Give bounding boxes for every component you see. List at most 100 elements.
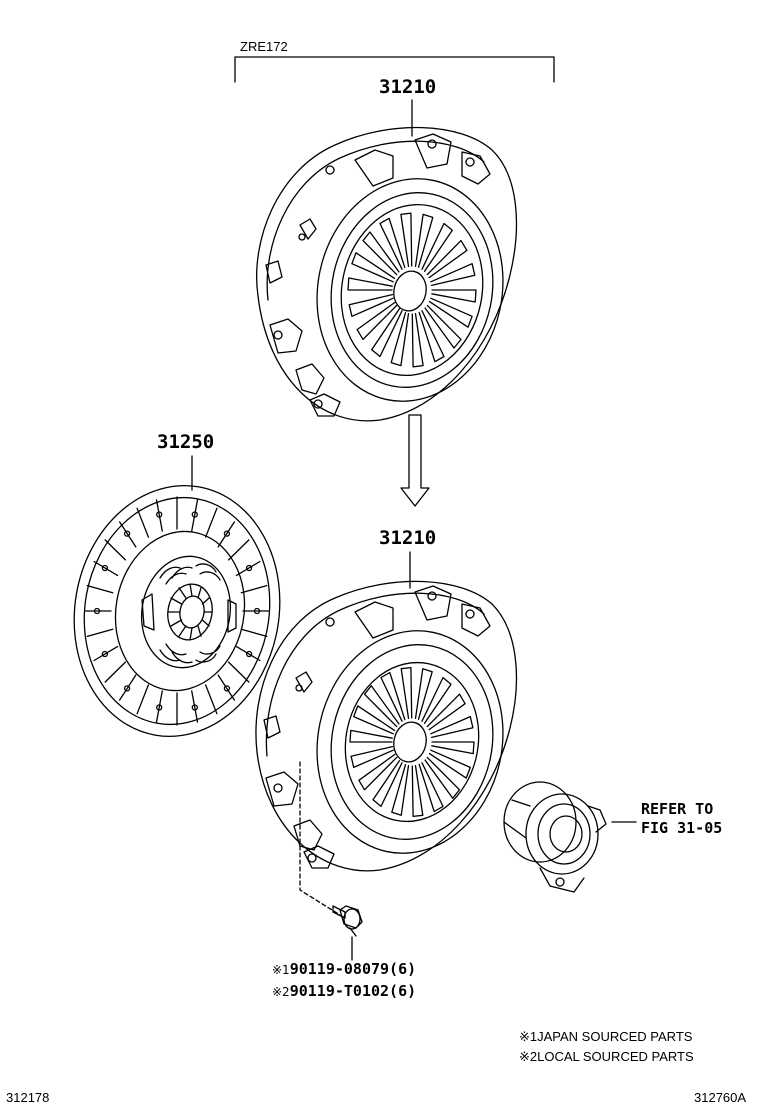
part-number-disc[interactable]: 31250 [157, 431, 215, 453]
legend-text-2: LOCAL SOURCED PARTS [537, 1049, 694, 1064]
clutch-cover-bottom [255, 580, 518, 916]
disc-rivet [123, 685, 131, 692]
spring-finger [411, 764, 424, 818]
spring-finger [347, 277, 393, 291]
spring-finger [390, 312, 410, 367]
bolt-mark-2: ※2 [272, 985, 290, 999]
disc-segment [217, 521, 236, 548]
hub-spline [197, 587, 202, 599]
spring-finger [421, 222, 453, 272]
disc-segment [155, 690, 163, 723]
legend-mark-1: ※1 [519, 1029, 538, 1044]
disc-rivet [191, 511, 198, 518]
disc-segment [136, 684, 150, 715]
bolt-qty-2: (6) [389, 982, 417, 1000]
spring-finger [400, 666, 413, 720]
hub-spline [170, 619, 183, 627]
disc-segment [86, 628, 114, 638]
bolt-mark-1: ※1 [272, 963, 290, 977]
spring-finger [431, 289, 477, 303]
hub-spline [189, 583, 193, 597]
spring-finger [428, 749, 471, 779]
disc-segment [204, 507, 218, 538]
legend-text-1: JAPAN SOURCED PARTS [537, 1029, 693, 1044]
hub-spline [201, 597, 210, 605]
disc-rivet [156, 511, 163, 518]
bolt-qty-1: (6) [389, 960, 417, 978]
disc-segment [86, 584, 114, 594]
part-number-cover-bottom[interactable]: 31210 [379, 527, 437, 549]
spring-finger [421, 676, 452, 724]
disc-segment [136, 507, 150, 538]
spring-finger [349, 729, 393, 743]
reference-line-1[interactable]: REFER TO [641, 800, 714, 818]
spring-finger [380, 671, 406, 722]
disc-segment [227, 661, 250, 683]
spring-finger [356, 301, 398, 341]
disc-segment [227, 539, 250, 561]
hub-spline [197, 625, 202, 637]
clutch-cover-top [256, 126, 518, 422]
spring-finger [430, 263, 476, 287]
clutch-disc [73, 485, 281, 737]
disc-rivet [223, 685, 231, 692]
disc-segment [104, 661, 127, 683]
disc-segment [93, 645, 119, 662]
hub-spline [178, 625, 187, 637]
model-bracket [234, 56, 555, 83]
spring-finger [350, 745, 394, 769]
spring-finger [372, 760, 403, 808]
disc-rivet [191, 704, 198, 711]
disc-rivet [223, 530, 231, 537]
disc-segment [118, 521, 137, 548]
spring-finger [371, 308, 403, 358]
hub-spline [201, 619, 210, 627]
clutch-bolt [332, 905, 363, 937]
disc-rivet [245, 564, 253, 572]
disc-segment [240, 628, 268, 638]
spring-finger [428, 297, 473, 328]
spring-finger [400, 212, 413, 268]
spring-finger [363, 685, 400, 728]
spring-finger [414, 668, 433, 720]
disc-segment [155, 499, 163, 532]
legend-row-1: ※1JAPAN SOURCED PARTS [519, 1030, 692, 1043]
model-code-label: ZRE172 [240, 39, 288, 54]
spring-finger [424, 304, 462, 349]
spring-finger [426, 239, 468, 279]
reference-line-2[interactable]: FIG 31-05 [641, 819, 723, 837]
footer-left-code: 312178 [6, 1090, 50, 1105]
bolt-part-number-1[interactable]: 90119-08079 [289, 960, 390, 978]
bolt-part-number-2[interactable]: 90119-T0102 [289, 982, 390, 1000]
disc-rivet [101, 564, 109, 572]
release-bearing [503, 781, 607, 893]
spring-finger [353, 705, 396, 735]
disc-segment [118, 674, 137, 701]
disc-rivet [93, 607, 101, 615]
disc-segment [240, 584, 268, 594]
disc-rivet [101, 650, 109, 658]
disc-segment [217, 674, 236, 701]
spring-finger [430, 715, 474, 739]
disc-segment [191, 690, 199, 723]
part-number-cover-top[interactable]: 31210 [379, 76, 437, 98]
hub-spline [178, 587, 187, 599]
spring-finger [362, 231, 400, 276]
spring-finger [424, 756, 461, 799]
hub-spline [189, 627, 193, 641]
disc-segment [235, 645, 261, 662]
bolt-row-1: ※190119-08079(6) [272, 962, 416, 977]
bolt-row-2: ※290119-T0102(6) [272, 984, 416, 999]
spring-finger [414, 213, 434, 268]
legend-row-2: ※2LOCAL SOURCED PARTS [519, 1050, 694, 1063]
footer-right-code: 312760A [694, 1090, 747, 1105]
spring-finger [411, 312, 424, 368]
disc-segment [235, 560, 261, 577]
spring-finger [351, 252, 396, 283]
damper-springs [141, 563, 237, 664]
legend-mark-2: ※2 [519, 1049, 538, 1064]
spring-finger [426, 693, 466, 731]
spring-finger [391, 764, 410, 816]
